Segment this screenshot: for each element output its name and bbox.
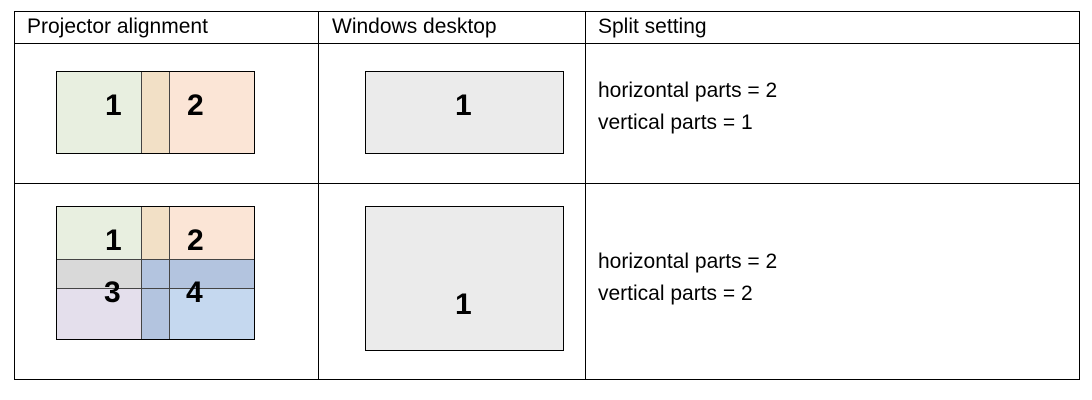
row-divider bbox=[14, 183, 1080, 184]
projector-edge bbox=[57, 259, 254, 260]
split-vertical-parts: vertical parts = 1 bbox=[598, 111, 753, 134]
projector-number-2: 2 bbox=[187, 89, 204, 122]
projector-area-2 bbox=[169, 207, 254, 259]
projector-overlap bbox=[141, 259, 254, 288]
projector-alignment-2x2: 1 2 3 4 bbox=[56, 206, 255, 340]
projector-edge bbox=[169, 207, 170, 339]
projector-number-1: 1 bbox=[105, 89, 122, 122]
header-projector-alignment: Projector alignment bbox=[27, 15, 208, 38]
desktop-number: 1 bbox=[455, 89, 472, 122]
table-border-bottom bbox=[14, 379, 1080, 380]
header-split-setting: Split setting bbox=[598, 15, 707, 38]
projector-area-1 bbox=[57, 72, 141, 153]
windows-desktop-combined: 1 bbox=[365, 206, 564, 351]
projector-number-4: 4 bbox=[186, 276, 203, 309]
column-divider-1 bbox=[318, 11, 319, 380]
windows-desktop-single: 1 bbox=[365, 71, 564, 154]
split-horizontal-parts: horizontal parts = 2 bbox=[598, 79, 778, 102]
header-windows-desktop: Windows desktop bbox=[332, 15, 497, 38]
projector-area-1 bbox=[57, 207, 141, 259]
projector-edge bbox=[169, 72, 170, 153]
projector-overlap bbox=[141, 207, 169, 259]
projector-number-3: 3 bbox=[104, 276, 121, 309]
table-border-left bbox=[14, 11, 15, 380]
projector-alignment-2x1: 1 2 bbox=[56, 71, 255, 154]
projector-overlap bbox=[57, 259, 141, 288]
projector-area-2 bbox=[169, 72, 254, 153]
projector-number-1: 1 bbox=[105, 224, 122, 257]
projector-overlap bbox=[141, 288, 169, 339]
table-border-top bbox=[14, 11, 1080, 12]
projector-edge bbox=[57, 288, 254, 289]
projector-edge bbox=[141, 72, 142, 153]
projector-area-4 bbox=[169, 288, 254, 339]
projector-area-3 bbox=[57, 288, 141, 339]
desktop-number: 1 bbox=[455, 288, 472, 321]
projector-overlap bbox=[141, 72, 169, 153]
split-vertical-parts: vertical parts = 2 bbox=[598, 282, 753, 305]
split-horizontal-parts: horizontal parts = 2 bbox=[598, 250, 778, 273]
projector-edge bbox=[141, 207, 142, 339]
header-divider bbox=[14, 43, 1080, 44]
table-border-right bbox=[1079, 11, 1080, 380]
projector-number-2: 2 bbox=[187, 224, 204, 257]
column-divider-2 bbox=[585, 11, 586, 380]
